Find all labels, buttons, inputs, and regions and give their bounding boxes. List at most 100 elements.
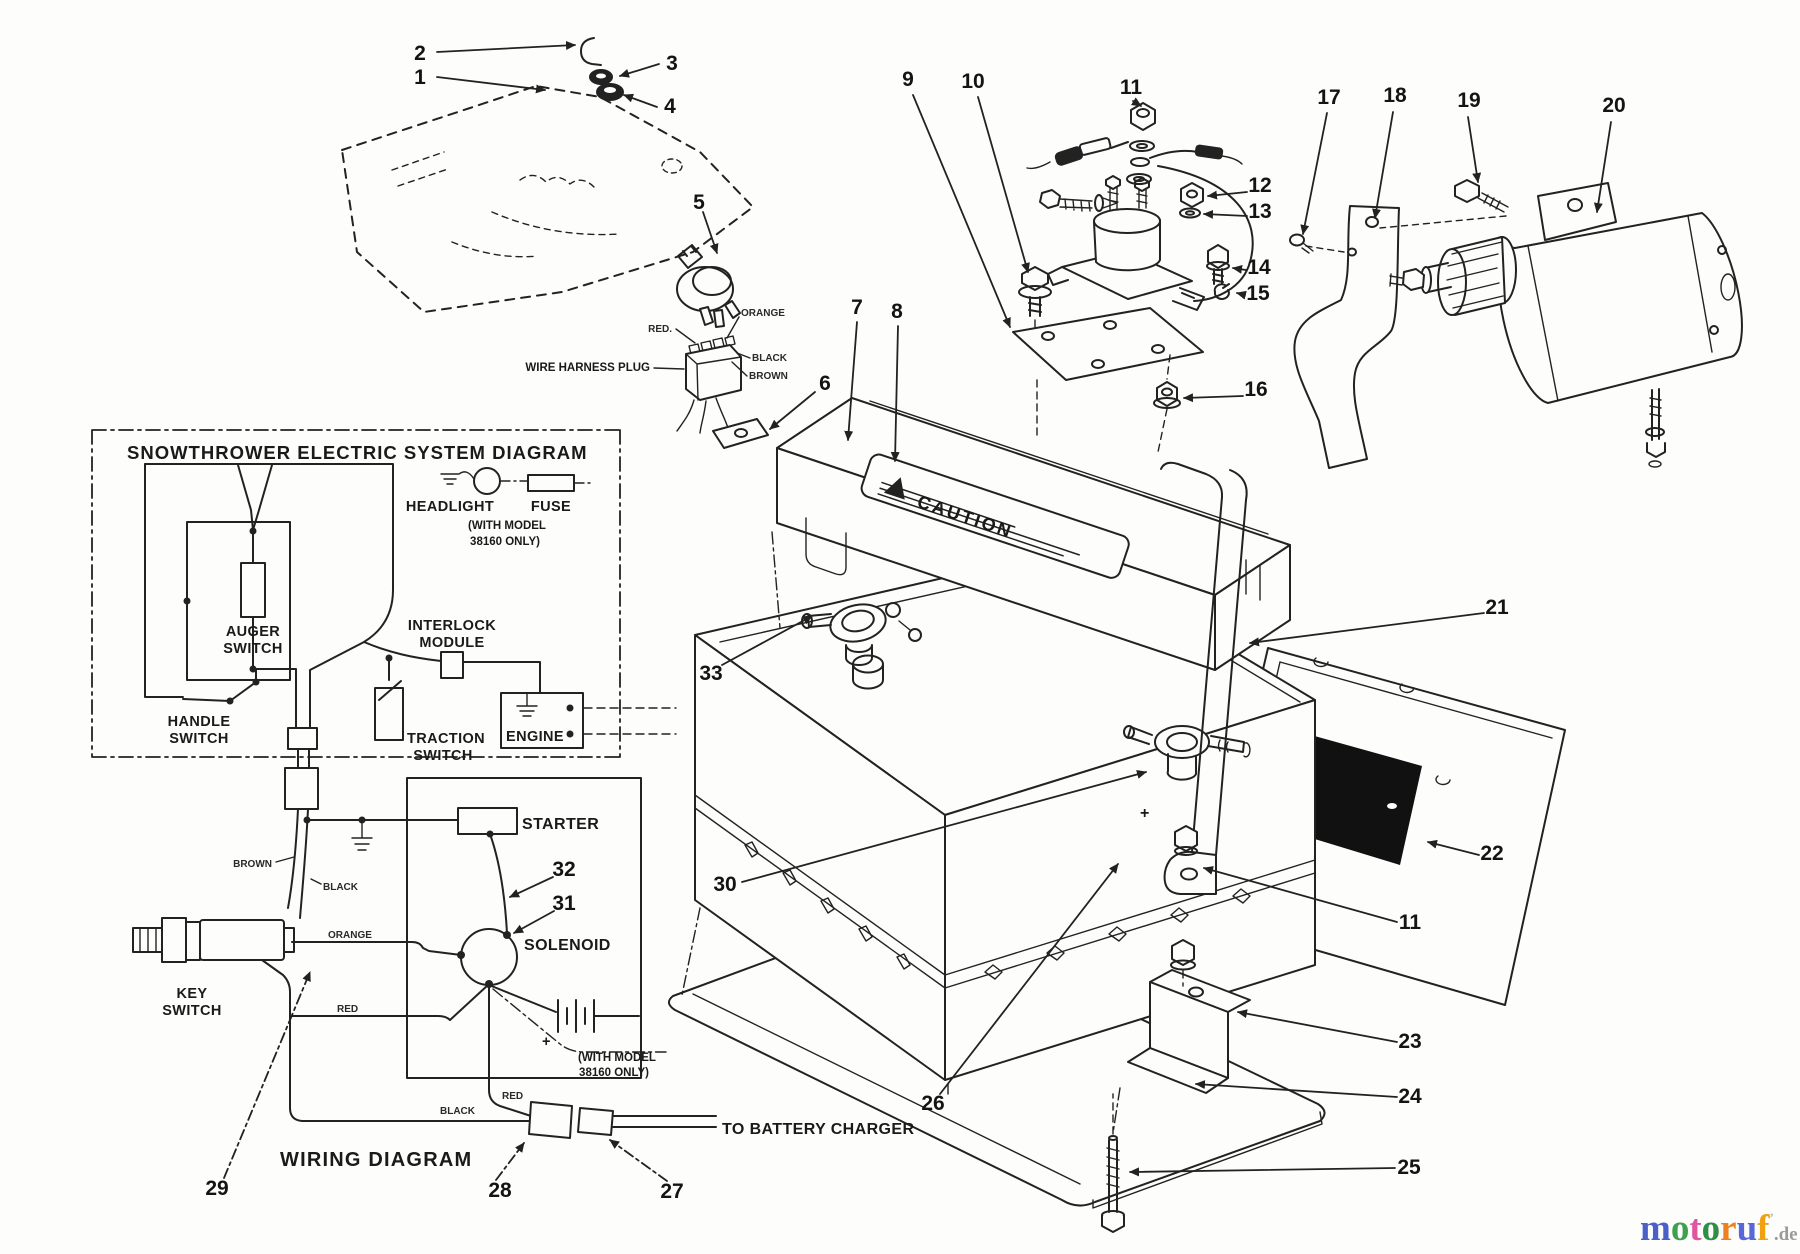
- projection-lines: [681, 531, 1121, 1134]
- fuse-label: FUSE: [531, 499, 571, 515]
- mounting-plate: [1012, 307, 1204, 381]
- interlock-module-symbol: [440, 651, 464, 679]
- flange-nut-16: [1153, 381, 1181, 409]
- starter-motor: [1379, 179, 1743, 468]
- plug-red-label: RED.: [648, 324, 672, 335]
- fuse-note-line2: 38160 ONLY): [470, 536, 540, 548]
- bolt-14-washer-15: [1206, 244, 1230, 300]
- callout-33: 33: [699, 662, 722, 685]
- callout-31: 31: [552, 892, 576, 915]
- caution-label: [860, 453, 1130, 579]
- svg-text:SWITCH: SWITCH: [169, 731, 229, 747]
- svg-text:MODULE: MODULE: [419, 635, 484, 651]
- callout-3: 3: [666, 52, 678, 75]
- svg-text:38160 ONLY): 38160 ONLY): [579, 1067, 649, 1079]
- pinion-gear: [1389, 236, 1517, 316]
- callout-numbers: 1 2 3 4 5 6 7 8 9 10 11 12 13 14 15 16 1…: [205, 42, 1625, 1203]
- callout-16: 16: [1244, 378, 1267, 401]
- wire-red2-label: RED: [502, 1091, 523, 1102]
- wire-black-label: BLACK: [323, 882, 359, 893]
- traction-switch-symbol: [374, 687, 404, 741]
- wiring-diagram-title: WIRING DIAGRAM: [280, 1149, 472, 1171]
- wire-harness-plug-label: WIRE HARNESS PLUG: [525, 362, 650, 374]
- battery-plus-mark: +: [1140, 805, 1150, 822]
- auger-switch-label: AUGER: [226, 624, 280, 640]
- callout-9: 9: [902, 68, 914, 91]
- callout-19: 19: [1457, 89, 1480, 112]
- auger-switch-symbol: [240, 562, 266, 618]
- labels: SNOWTHROWER ELECTRIC SYSTEM DIAGRAM HEAD…: [127, 308, 1150, 1171]
- hold-down-strap: [1160, 461, 1248, 895]
- callout-25: 25: [1397, 1156, 1421, 1179]
- engine-symbol: [500, 692, 584, 749]
- wiring-diagram: [132, 777, 717, 1139]
- battery-cover: [776, 397, 1291, 671]
- callout-11: 11: [1120, 76, 1143, 99]
- callout-13: 13: [1248, 200, 1271, 223]
- electric-system-diagram: [91, 429, 677, 758]
- plug-brown-label: BROWN: [749, 371, 788, 382]
- callout-22: 22: [1480, 842, 1503, 865]
- key-switch-mounting-parts: [580, 37, 624, 101]
- callout-32: 32: [552, 858, 575, 881]
- callout-27: 27: [660, 1180, 683, 1203]
- harness-connector: [275, 727, 322, 919]
- nut-12-washer-13: [1179, 182, 1204, 219]
- watermark: motoruf’.de: [1640, 1208, 1798, 1249]
- engine-label: ENGINE: [506, 729, 564, 745]
- strap-nut: [1174, 825, 1198, 852]
- headlight-label: HEADLIGHT: [406, 499, 494, 515]
- carriage-bolt: [1101, 1093, 1125, 1233]
- watermark-suffix: .de: [1774, 1224, 1798, 1245]
- callout-10: 10: [961, 70, 984, 93]
- wire-brown-label: BROWN: [233, 859, 272, 870]
- solenoid-assembly: [1012, 102, 1254, 453]
- control-panel-outline: [341, 85, 754, 313]
- electric-diagram-title: SNOWTHROWER ELECTRIC SYSTEM DIAGRAM: [127, 442, 588, 463]
- svg-text:SWITCH: SWITCH: [223, 641, 283, 657]
- mounting-bracket: [1289, 205, 1400, 469]
- battery-plus-symbol: +: [542, 1034, 551, 1050]
- callout-30: 30: [713, 873, 736, 896]
- callout-17: 17: [1317, 86, 1340, 109]
- callout-23: 23: [1398, 1030, 1421, 1053]
- terminal-clamp-33: [801, 602, 922, 666]
- callout-15: 15: [1246, 282, 1270, 305]
- to-battery-charger-label: TO BATTERY CHARGER: [722, 1121, 914, 1138]
- callout-1: 1: [414, 66, 426, 89]
- callout-20: 20: [1602, 94, 1625, 117]
- plug-black-label: BLACK: [752, 353, 788, 364]
- handle-switch-label: HANDLE: [168, 714, 231, 730]
- traction-switch-label: TRACTION: [407, 731, 485, 747]
- retainer-clip: [580, 37, 602, 66]
- key-switch-symbol: [132, 917, 295, 963]
- callout-leaders: [223, 40, 1612, 1182]
- interlock-module-label: INTERLOCK: [408, 618, 496, 634]
- callout-2: 2: [414, 42, 426, 65]
- cover-side-plate: [712, 418, 769, 449]
- terminal-hardware: [1026, 102, 1254, 302]
- wire-orange-label: ORANGE: [328, 930, 372, 941]
- callout-24: 24: [1398, 1085, 1422, 1108]
- callout-11b: 11: [1399, 911, 1422, 934]
- wire-harness-plug-part: [653, 316, 769, 449]
- callout-4: 4: [664, 95, 676, 118]
- battery-note-line1: (WITH MODEL: [578, 1052, 656, 1064]
- callout-8: 8: [891, 300, 903, 323]
- charger-connector-b: [577, 1107, 614, 1136]
- callout-18: 18: [1383, 84, 1407, 107]
- callout-5: 5: [693, 191, 705, 214]
- watermark-letter: m: [1640, 1208, 1671, 1249]
- solenoid-part: [1047, 175, 1205, 311]
- starter-symbol: [457, 807, 518, 835]
- callout-29: 29: [205, 1177, 228, 1200]
- through-bolt: [1645, 388, 1666, 468]
- terminal-clamp-positive: [1123, 725, 1251, 781]
- svg-text:SWITCH: SWITCH: [413, 748, 473, 764]
- key-switch-part: [676, 244, 741, 328]
- callout-6: 6: [819, 372, 831, 395]
- wire-red-label: RED: [337, 1004, 358, 1015]
- fuse-note-line1: (WITH MODEL: [468, 520, 546, 532]
- key-switch-label: KEY: [176, 986, 207, 1002]
